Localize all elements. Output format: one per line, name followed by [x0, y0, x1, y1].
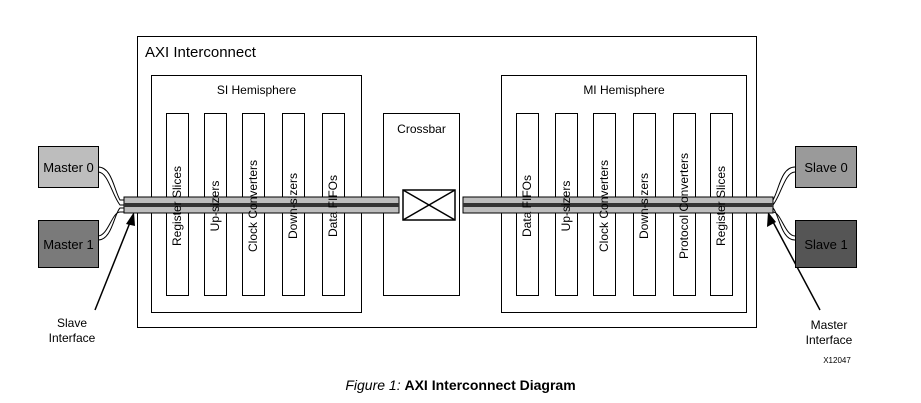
master-interface-line2: Interface — [805, 333, 853, 347]
mi-label-data-fifos: Data FIFOs — [520, 174, 534, 238]
mi-label-up-sizers: Up-sizers — [559, 180, 573, 232]
crossbar-switch-icon — [402, 189, 456, 221]
master-interface-label: Master Interface — [791, 318, 867, 348]
master-1-label: Master 1 — [43, 237, 94, 252]
mi-label-protocol-converters: Protocol Converters — [677, 152, 691, 260]
master-0-label: Master 0 — [43, 160, 94, 175]
axi-interconnect-box[interactable] — [137, 36, 757, 328]
mi-hemisphere-title: MI Hemisphere — [583, 83, 665, 97]
si-label-register-slices: Register Slices — [170, 165, 184, 247]
mi-label-register-slices: Register Slices — [714, 165, 728, 247]
slave-1-label: Slave 1 — [804, 237, 848, 252]
caption-text: AXI Interconnect Diagram — [404, 377, 576, 393]
si-label-down-sizers: Down-sizers — [286, 172, 300, 240]
slave-0-box[interactable]: Slave 0 — [795, 146, 857, 188]
figure-id: X12047 — [823, 356, 851, 365]
figure-caption: Figure 1: AXI Interconnect Diagram — [0, 377, 921, 393]
si-hemisphere-box[interactable] — [151, 75, 362, 313]
interconnect-title: AXI Interconnect — [145, 44, 256, 61]
mi-label-clock-converters: Clock Converters — [597, 159, 611, 253]
slave-interface-line1: Slave — [56, 316, 88, 330]
slave-0-label: Slave 0 — [804, 160, 848, 175]
mi-hemisphere-box[interactable] — [501, 75, 747, 313]
slave-interface-line2: Interface — [48, 331, 96, 345]
master1-wire — [97, 207, 124, 241]
si-label-clock-converters: Clock Converters — [246, 159, 260, 253]
master-0-box[interactable]: Master 0 — [38, 146, 99, 188]
slave-interface-label: Slave Interface — [36, 316, 108, 346]
caption-prefix: Figure 1: — [345, 377, 401, 393]
master1-wire-lower — [97, 211, 124, 237]
master-1-box[interactable]: Master 1 — [38, 220, 99, 268]
si-hemisphere-title: SI Hemisphere — [216, 83, 297, 97]
si-label-data-fifos: Data FIFOs — [326, 174, 340, 238]
si-label-up-sizers: Up-sizers — [208, 180, 222, 232]
master0-wire-lower — [97, 171, 124, 206]
master0-wire — [97, 166, 124, 201]
mi-label-down-sizers: Down-sizers — [637, 172, 651, 240]
slave-1-box[interactable]: Slave 1 — [795, 220, 857, 268]
slave-interface-arrow — [94, 212, 135, 311]
crossbar-title: Crossbar — [397, 122, 446, 136]
master-interface-line1: Master — [810, 318, 848, 332]
